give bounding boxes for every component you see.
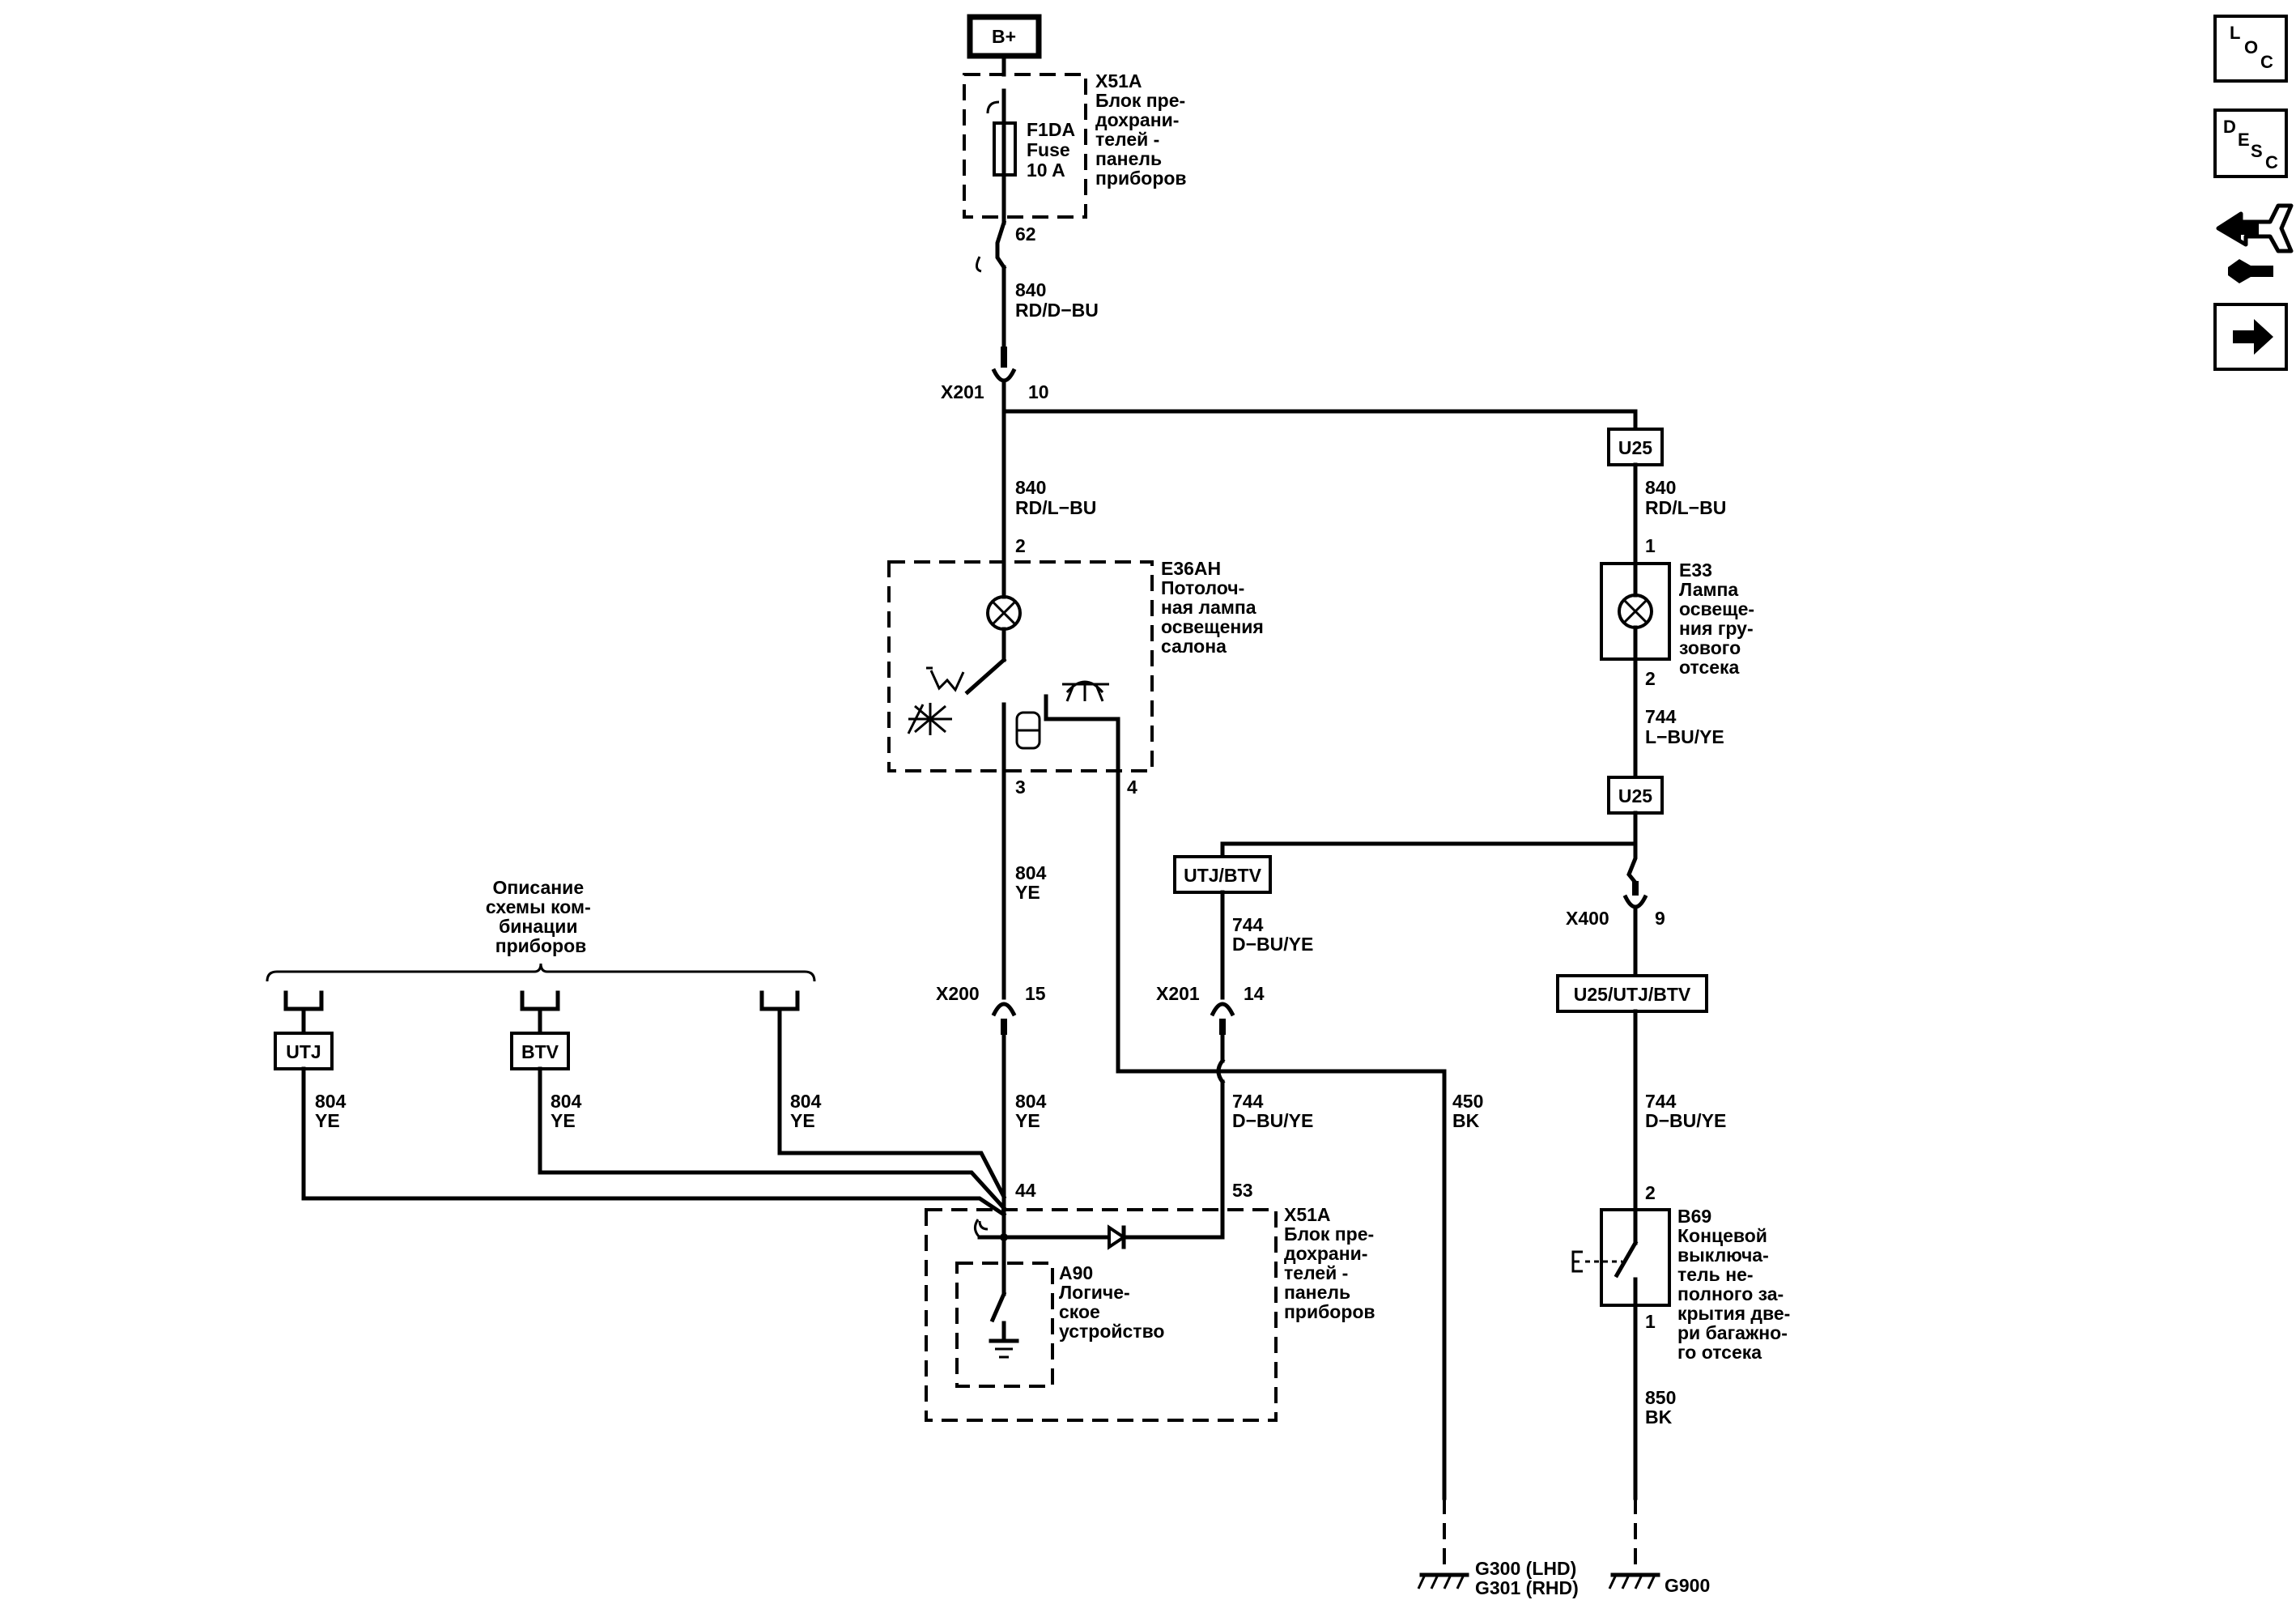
svg-text:S: S bbox=[2251, 141, 2263, 161]
a90-outline bbox=[955, 1262, 1054, 1388]
wire-840-right-label: 840 RD/L−BU bbox=[1645, 477, 1726, 518]
e36ah-car-icon bbox=[1015, 711, 1041, 750]
e33-desc: E33 Лампа освеще- ния гру- зового отсека bbox=[1679, 560, 1759, 678]
a90-ground-icon bbox=[989, 1338, 1019, 1359]
connector-x201-mid-ref: X201 bbox=[1156, 983, 1200, 1004]
connector-x201-top-pin: 10 bbox=[1028, 381, 1049, 402]
e36ah-switch bbox=[964, 657, 1007, 696]
svg-text:U25/UTJ/BTV: U25/UTJ/BTV bbox=[1574, 984, 1691, 1005]
wire-804-utj bbox=[301, 1066, 1007, 1218]
wire-744-right-low-label: 744 D−BU/YE bbox=[1645, 1091, 1726, 1131]
b69-switch-blade bbox=[1614, 1240, 1639, 1279]
wire-450-bk bbox=[1116, 1069, 1447, 1500]
fuse-f1da-label: F1DA Fuse 10 A bbox=[1027, 119, 1080, 181]
e33-pin-2: 2 bbox=[1645, 668, 1656, 689]
connector-end-view-icon[interactable] bbox=[2216, 203, 2294, 283]
wire-744-right-jog bbox=[1626, 811, 1639, 886]
e36ah-contact bbox=[1044, 694, 1120, 773]
a90-desc: A90 Логиче- ское устройство bbox=[1059, 1262, 1164, 1342]
e33-pin-1: 1 bbox=[1645, 535, 1656, 556]
x51a-bottom-pin-53: 53 bbox=[1232, 1180, 1253, 1201]
connector-x201-top-ref: X201 bbox=[941, 381, 984, 402]
svg-text:C: C bbox=[2260, 52, 2273, 72]
svg-text:UTJ: UTJ bbox=[286, 1041, 321, 1062]
wire-804-utj-label: 804 YE bbox=[315, 1091, 351, 1131]
wire-804-third bbox=[777, 1006, 1007, 1200]
option-u25-top bbox=[1607, 428, 1664, 466]
ground-g900-label: G900 bbox=[1665, 1575, 1710, 1596]
connector-x201-mid bbox=[1210, 1002, 1235, 1017]
connector-x400-ref: X400 bbox=[1566, 908, 1609, 929]
option-utj bbox=[274, 1032, 334, 1070]
x51a-bottom-desc: X51A Блок пре- дохрани- телей - панель п… bbox=[1284, 1204, 1380, 1322]
connector-x200-pin: 15 bbox=[1025, 983, 1046, 1004]
next-page-arrow-icon[interactable] bbox=[2213, 303, 2288, 371]
wire-744-right-top-label: 744 L−BU/YE bbox=[1645, 706, 1724, 747]
svg-text:E: E bbox=[2238, 130, 2250, 150]
svg-text:O: O bbox=[2244, 37, 2258, 57]
connector-x200-ref: X200 bbox=[936, 983, 980, 1004]
fuse-block-output-jog bbox=[995, 219, 1007, 270]
x51a-bottom-outline bbox=[925, 1208, 1278, 1422]
cluster-connector-btv bbox=[520, 990, 560, 1036]
diode-symbol bbox=[1108, 1224, 1127, 1250]
b69-actuator-icon bbox=[1571, 1250, 1583, 1273]
wire-804-lower-label: 804 YE bbox=[1015, 1091, 1052, 1131]
wire-450-label: 450 BK bbox=[1452, 1091, 1489, 1131]
a90-switch bbox=[989, 1291, 1007, 1323]
e36ah-lamp-on-icon bbox=[1062, 680, 1109, 702]
desc-button[interactable]: D E S C bbox=[2213, 109, 2288, 178]
e36ah-pin-4: 4 bbox=[1127, 777, 1137, 798]
cluster-connector-utj bbox=[283, 990, 324, 1036]
wire-840-mid-label: 840 RD/L−BU bbox=[1015, 477, 1096, 518]
connector-x400-pin: 9 bbox=[1655, 908, 1665, 929]
e36ah-pin-3: 3 bbox=[1015, 777, 1026, 798]
cluster-reference-brace bbox=[266, 963, 816, 982]
ground-g300-label: G300 (LHD) G301 (RHD) bbox=[1475, 1558, 1582, 1598]
cluster-connector-third bbox=[759, 990, 800, 1011]
wire-744-center-low-label: 744 D−BU/YE bbox=[1232, 1091, 1313, 1131]
fuse-block-top-outline bbox=[963, 73, 1087, 219]
e36ah-pin-2: 2 bbox=[1015, 535, 1026, 556]
svg-text:C: C bbox=[2265, 152, 2278, 172]
e36ah-off-sun-icon bbox=[907, 703, 952, 735]
wire-840-right-branch bbox=[1001, 409, 1638, 432]
b69-desc: B69 Концевой выключа- тель не- полного з… bbox=[1677, 1206, 1796, 1363]
wire-850-label: 850 BK bbox=[1645, 1387, 1682, 1428]
svg-text:L: L bbox=[2230, 23, 2240, 43]
wire-804-btv bbox=[538, 1066, 1007, 1211]
b69-pin-2: 2 bbox=[1645, 1182, 1656, 1203]
wire-804-mid-label: 804 YE bbox=[1015, 862, 1052, 903]
svg-text:U25: U25 bbox=[1618, 437, 1652, 458]
svg-text:UTJ/BTV: UTJ/BTV bbox=[1184, 865, 1262, 886]
wire-804-third-label: 804 YE bbox=[790, 1091, 827, 1131]
fuse-block-top-terminal bbox=[986, 91, 1006, 126]
wire-840-top-label: 840 RD/D−BU bbox=[1015, 279, 1099, 321]
e36ah-door-icon bbox=[929, 670, 965, 692]
e36ah-outline bbox=[887, 560, 1154, 772]
loc-button[interactable]: L O C bbox=[2213, 15, 2288, 83]
svg-text:BTV: BTV bbox=[521, 1041, 559, 1062]
e36ah-desc: E36AH Потолоч- ная лампа освещения салон… bbox=[1161, 558, 1269, 657]
option-utj-btv bbox=[1173, 855, 1272, 894]
wire-804-btv-label: 804 YE bbox=[551, 1091, 587, 1131]
ground-g300-symbol bbox=[1417, 1572, 1469, 1589]
svg-text:B+: B+ bbox=[992, 26, 1016, 47]
connector-x201-mid-pin: 14 bbox=[1244, 983, 1265, 1004]
cluster-reference-text: Описание схемы ком- бинации приборов bbox=[486, 877, 596, 956]
fuse-block-top-pin: 62 bbox=[1015, 223, 1036, 245]
connector-x200 bbox=[991, 1002, 1017, 1017]
svg-text:U25: U25 bbox=[1618, 785, 1652, 806]
x51a-bottom-pin-44: 44 bbox=[1015, 1180, 1036, 1201]
wire-744-center-top-label: 744 D−BU/YE bbox=[1232, 914, 1313, 955]
battery-supply-label: B+ bbox=[967, 14, 1042, 59]
b69-pin-1: 1 bbox=[1645, 1311, 1656, 1332]
ground-g900-symbol bbox=[1608, 1572, 1660, 1589]
wire-744-utj-btv-branch bbox=[1220, 841, 1638, 859]
option-u25-utj-btv bbox=[1556, 974, 1708, 1013]
svg-text:D: D bbox=[2223, 117, 2236, 137]
fuse-block-top-desc: X51A Блок пре- дохрани- телей - панель п… bbox=[1095, 70, 1191, 189]
